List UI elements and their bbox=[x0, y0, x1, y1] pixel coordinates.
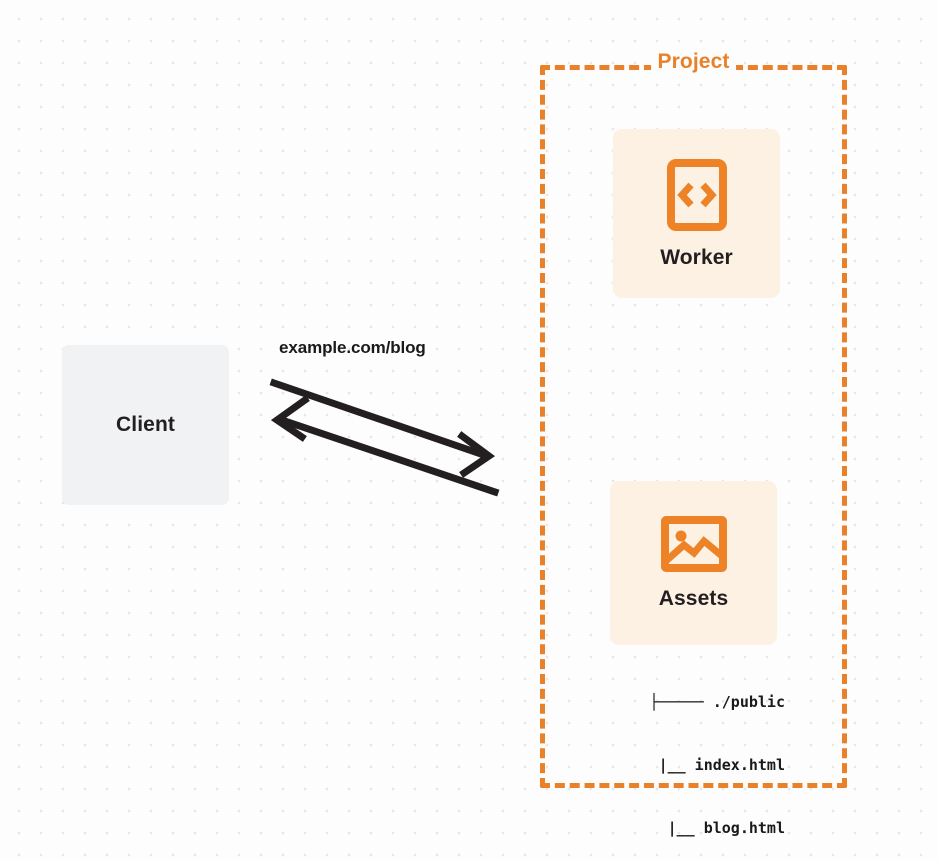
assets-label: Assets bbox=[658, 587, 729, 610]
inbound-arrow bbox=[270, 395, 500, 497]
file-tree-root: ├───── ./public bbox=[649, 693, 785, 711]
client-node[interactable]: Client bbox=[62, 345, 229, 505]
project-container: Project bbox=[540, 50, 847, 788]
worker-label: Worker bbox=[660, 245, 733, 269]
outbound-arrow bbox=[269, 378, 496, 478]
code-brackets-icon bbox=[666, 158, 727, 231]
assets-file-tree: ├───── ./public |__ index.html |__ blog.… bbox=[585, 650, 785, 860]
file-tree-item: |__ index.html bbox=[658, 756, 785, 774]
project-title: Project bbox=[650, 50, 737, 74]
assets-node[interactable]: Assets bbox=[610, 481, 777, 645]
file-tree-item: |__ blog.html bbox=[667, 819, 785, 837]
worker-node[interactable]: Worker bbox=[613, 129, 780, 298]
image-picture-icon bbox=[660, 516, 727, 572]
client-label: Client bbox=[116, 413, 175, 436]
connection-label: example.com/blog bbox=[279, 338, 426, 357]
